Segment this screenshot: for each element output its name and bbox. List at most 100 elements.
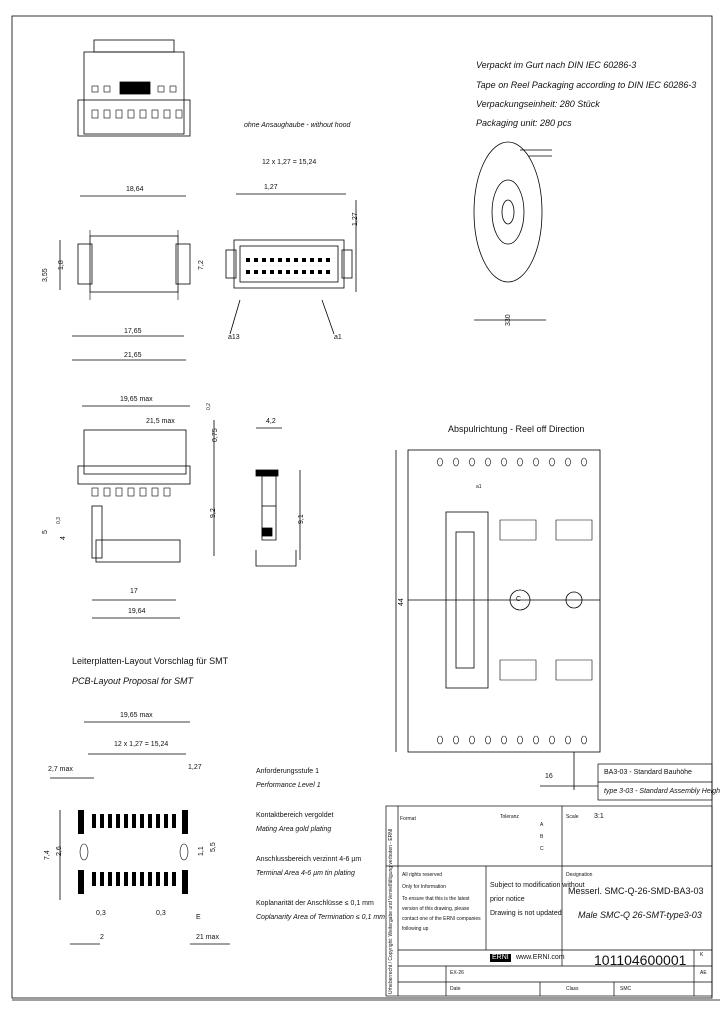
tape-sprocket-holes <box>437 457 587 745</box>
top-height-a: 3,55 <box>42 268 49 282</box>
pin-grid-view <box>225 193 357 335</box>
tb-contact: contact one of the ERNI companies <box>402 916 481 922</box>
top-height-right: 7,2 <box>198 260 205 270</box>
profile-42: 4,2 <box>266 418 276 425</box>
tape-strip <box>395 449 601 790</box>
pcb-width: 19,65 max <box>120 712 153 719</box>
pin-a1: a1 <box>334 334 342 341</box>
pcb-title-de: Leiterplatten-Layout Vorschlag für SMT <box>72 656 229 666</box>
tb-designation: Designation <box>566 872 593 878</box>
profile-view <box>255 427 301 567</box>
top-bottom-b: 21,65 <box>124 352 142 359</box>
note-3-en: Terminal Area 4-6 µm tin plating <box>256 870 355 877</box>
tape-marker-a1: a1 <box>476 484 482 490</box>
tape-feed: 16 <box>545 773 553 780</box>
pin-a13: a13 <box>228 334 240 341</box>
tb-tolerance: Toleranz <box>500 814 519 820</box>
note-3-de: Anschlussbereich verzinnt 4-6 µm <box>256 856 362 863</box>
packaging-line2: Tape on Reel Packaging according to DIN … <box>476 80 697 90</box>
top-bottom-a: 17,65 <box>124 328 142 335</box>
tb-ensure: To ensure that this is the latest <box>402 896 470 902</box>
tape-pitch: 44 <box>398 598 405 606</box>
side-dim-17: 17 <box>130 588 138 595</box>
front-view <box>77 39 191 137</box>
top-side-dim: 1,27 <box>352 212 359 226</box>
side-dim-4: 4 <box>60 536 67 540</box>
tb-subject-1: Subject to modification without <box>490 882 585 889</box>
pcb-pads <box>78 810 188 894</box>
reel-off-en: Reel off Direction <box>515 424 585 434</box>
reel-off-heading: Abspulrichtung - Reel off Direction <box>448 424 585 434</box>
pcb-dim-11: 1,1 <box>198 846 205 856</box>
packaging-line3: Verpackungseinheit: 280 Stück <box>476 99 600 109</box>
tb-version: version of this drawing, please <box>402 906 470 912</box>
tb-name-en: Male SMC-Q 26-SMT-type3-03 <box>578 910 702 920</box>
side-dim-075: 0,75 <box>212 428 219 442</box>
side-dim-1964: 19,64 <box>128 608 146 615</box>
pcb-dim-21: 21 max <box>196 934 219 941</box>
pcb-pitch-label: 12 x 1,27 = 15,24 <box>114 741 169 748</box>
pcb-left-dim: 2,7 max <box>48 766 73 773</box>
profile-91: 9,1 <box>298 514 305 524</box>
side-dim-03: 0,3 <box>56 517 62 524</box>
tb-proj-c: C <box>540 846 544 852</box>
standard-en: type 3-03 - Standard Assembly Height <box>604 788 720 795</box>
side-dim-92: 9,2 <box>210 508 217 518</box>
tb-sheet-a: AE <box>700 970 707 976</box>
standard-de: BA3-03 - Standard Bauhöhe <box>604 769 692 776</box>
top-view <box>59 195 191 361</box>
note-1-de: Anforderungsstufe 1 <box>256 768 320 775</box>
tb-brand-logo: ERNI <box>490 954 511 962</box>
reel <box>473 141 552 321</box>
tb-proj-a: A <box>540 822 544 828</box>
pcb-dim-03a: 0,3 <box>96 910 106 917</box>
tb-scale-label: Scale <box>566 814 579 820</box>
hood-note: ohne Ansaughaube - without hood <box>244 122 351 129</box>
packaging-line4: Packaging unit: 280 pcs <box>476 118 572 128</box>
tb-part-no: 101104600001 <box>594 952 687 968</box>
note-2-en: Mating Area gold plating <box>256 826 332 833</box>
tb-format: Format <box>400 816 416 822</box>
side-dim-5: 5 <box>42 530 49 534</box>
tape-c-mark: C <box>516 596 522 603</box>
side-offset: 21,5 max <box>146 418 175 425</box>
tb-following: following up <box>402 926 429 932</box>
tb-class-value: SMC <box>620 986 632 992</box>
note-2-de: Kontaktbereich vergoldet <box>256 812 334 819</box>
pcb-title-en: PCB-Layout Proposal for SMT <box>72 676 194 686</box>
pcb-dim-2: 2 <box>100 934 104 941</box>
tb-revision: EX-26 <box>450 970 464 976</box>
tb-name-de: Messerl. SMC-Q-26-SMD-BA3-03 <box>568 886 704 896</box>
pcb-layout <box>50 721 230 945</box>
tb-proj-b: B <box>540 834 544 840</box>
side-dim-02: 0,2 <box>206 403 212 410</box>
pcb-dim-55: 5,5 <box>210 842 217 852</box>
side-width: 19,65 max <box>120 396 153 403</box>
tb-subject-2: prior notice <box>490 896 525 903</box>
tb-only-info: Only for Information <box>402 884 446 890</box>
side-strip: Urheberrecht / Copyright: Weitergabe und… <box>388 828 394 994</box>
top-height-b: 1,8 <box>58 260 65 270</box>
tb-subject-3: Drawing is not updated <box>490 910 562 917</box>
packaging-line1: Verpackt im Gurt nach DIN IEC 60286-3 <box>476 60 637 70</box>
top-pitch-label: 12 x 1,27 = 15,24 <box>262 159 317 166</box>
sheet-border <box>11 15 713 999</box>
tb-date: Date <box>450 986 461 992</box>
tb-rights: All rights reserved <box>402 872 443 878</box>
tb-site[interactable]: www.ERNI.com <box>516 954 565 961</box>
pcb-pitch-single: 1,27 <box>188 764 202 771</box>
note-4-de: Koplanarität der Anschlüsse ≤ 0,1 mm <box>256 900 374 907</box>
tb-scale-value: 3:1 <box>594 813 604 820</box>
reel-dim: 330 <box>505 314 512 326</box>
reel-off-de: Abspulrichtung <box>448 424 508 434</box>
tb-class-label: Class <box>566 986 579 992</box>
pcb-dim-74: 7,4 <box>44 850 51 860</box>
pcb-dim-03b: 0,3 <box>156 910 166 917</box>
pcb-e-mark: E <box>196 914 201 921</box>
tb-sheet-k: K <box>700 952 704 958</box>
side-view <box>77 405 215 619</box>
top-pitch-single: 1,27 <box>264 184 278 191</box>
pcb-dim-26: 2,6 <box>56 846 63 856</box>
